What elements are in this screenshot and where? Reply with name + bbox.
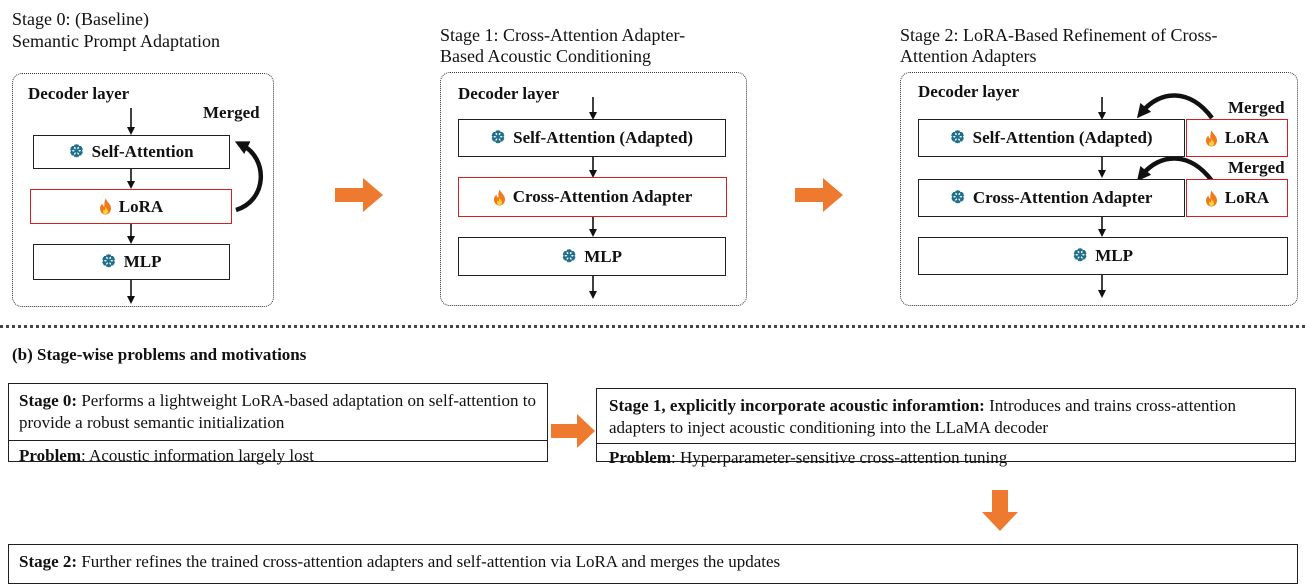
stage1-decoder-label: Decoder layer	[458, 84, 560, 103]
stage2-cross-attention-box: ❆ Cross-Attention Adapter	[918, 179, 1185, 217]
snowflake-icon: ❆	[950, 188, 965, 207]
section-b-heading: (b) Stage-wise problems and motivations	[12, 345, 307, 364]
stage0-problem-text: : Acoustic information largely lost	[81, 446, 314, 465]
snowflake-icon: ❆	[1072, 246, 1088, 265]
stage0-summary-body: Performs a lightweight LoRA-based adapta…	[19, 391, 536, 432]
stage1-title-line1: Stage 1: Cross-Attention Adapter-	[440, 25, 686, 45]
stage0-mlp-box: ❆ MLP	[33, 244, 230, 280]
stage2-merged-label-2: Merged	[1228, 158, 1285, 177]
stage1-title-line2: Based Acoustic Conditioning	[440, 46, 651, 66]
stage2-lora-label-1: LoRA	[1224, 128, 1270, 147]
stage2-title-line2: Attention Adapters	[900, 46, 1037, 66]
stage2-lora-box-2: LoRA	[1186, 179, 1288, 217]
stage2-summary-box: Stage 2: Further refines the trained cro…	[8, 544, 1298, 584]
stage2-decoder-label: Decoder layer	[918, 82, 1020, 101]
stage1-summary-body: Introduces and trains cross-attention ad…	[609, 396, 1236, 437]
flame-icon	[99, 198, 112, 215]
snowflake-icon: ❆	[490, 128, 506, 147]
stage1-problem-text: : Hyperparameter-sensitive cross-attenti…	[671, 448, 1008, 467]
stage0-problem-bold: Problem	[19, 446, 82, 465]
summary-transition-arrow-2	[982, 490, 1018, 531]
stage1-mlp-box: ❆ MLP	[458, 237, 726, 276]
stage2-mlp-label: MLP	[1095, 246, 1134, 265]
stage0-summary-text: Stage 0: Performs a lightweight LoRA-bas…	[9, 384, 547, 440]
stage1-summary-box: Stage 1, explicitly incorporate acoustic…	[596, 388, 1296, 467]
stage0-self-attention-box: ❆ Self-Attention	[33, 135, 230, 169]
stage2-panel	[900, 72, 1298, 306]
stage0-decoder-label: Decoder layer	[28, 84, 130, 103]
stage0-lora-box: LoRA	[30, 189, 232, 224]
stage0-title-line2: Semantic Prompt Adaptation	[12, 31, 220, 51]
stage2-merged-label-1: Merged	[1228, 98, 1285, 117]
stage0-mlp-label: MLP	[123, 252, 162, 271]
stage1-panel	[440, 72, 747, 306]
stage0-problem: Problem: Acoustic information largely lo…	[9, 440, 547, 471]
snowflake-icon: ❆	[101, 252, 116, 271]
stage1-cross-attention-label: Cross-Attention Adapter	[512, 187, 693, 206]
stage0-panel	[12, 73, 274, 307]
stage2-mlp-box: ❆ MLP	[918, 237, 1288, 275]
flame-icon	[1205, 190, 1218, 207]
flame-icon	[1205, 130, 1218, 147]
stage2-cross-attention-label: Cross-Attention Adapter	[972, 188, 1153, 207]
stage1-self-attention-box: ❆ Self-Attention (Adapted)	[458, 119, 726, 157]
snowflake-icon: ❆	[950, 128, 965, 147]
stage1-problem-bold: Problem	[609, 448, 672, 467]
stage1-summary-text: Stage 1, explicitly incorporate acoustic…	[597, 389, 1295, 443]
stage0-lora-label: LoRA	[118, 196, 164, 216]
snowflake-icon: ❆	[561, 246, 577, 266]
stage1-problem: Problem: Hyperparameter-sensitive cross-…	[597, 443, 1295, 472]
stage2-title-line1: Stage 2: LoRA-Based Refinement of Cross-	[900, 25, 1218, 45]
stage1-mlp-label: MLP	[584, 246, 623, 266]
stage-transition-arrow-1	[335, 178, 383, 212]
stage0-summary-box: Stage 0: Performs a lightweight LoRA-bas…	[8, 383, 548, 465]
stage2-summary-bold: Stage 2:	[19, 552, 78, 571]
section-divider	[0, 325, 1305, 328]
stage2-summary-body: Further refines the trained cross-attent…	[77, 552, 781, 571]
stage-transition-arrow-2	[795, 178, 843, 212]
stage1-cross-attention-box: Cross-Attention Adapter	[458, 177, 727, 217]
stage2-summary-text: Stage 2: Further refines the trained cro…	[9, 545, 1297, 579]
summary-transition-arrow-1	[551, 414, 595, 448]
stage2-lora-box-1: LoRA	[1186, 119, 1288, 157]
stage0-title-line1: Stage 0: (Baseline)	[12, 9, 149, 29]
stage0-self-attention-label: Self-Attention	[91, 142, 194, 161]
stage1-self-attention-label: Self-Attention (Adapted)	[513, 128, 694, 147]
snowflake-icon: ❆	[69, 142, 84, 161]
stage2-self-attention-box: ❆ Self-Attention (Adapted)	[918, 119, 1185, 157]
stage0-flow-arrows	[127, 93, 1214, 304]
stage2-self-attention-label: Self-Attention (Adapted)	[972, 128, 1153, 147]
stage1-summary-bold: Stage 1, explicitly incorporate acoustic…	[609, 396, 985, 415]
flame-icon	[493, 189, 506, 206]
stage0-merged-label: Merged	[203, 103, 260, 122]
stage2-lora-label-2: LoRA	[1224, 188, 1270, 207]
stage0-summary-bold: Stage 0:	[19, 391, 78, 410]
